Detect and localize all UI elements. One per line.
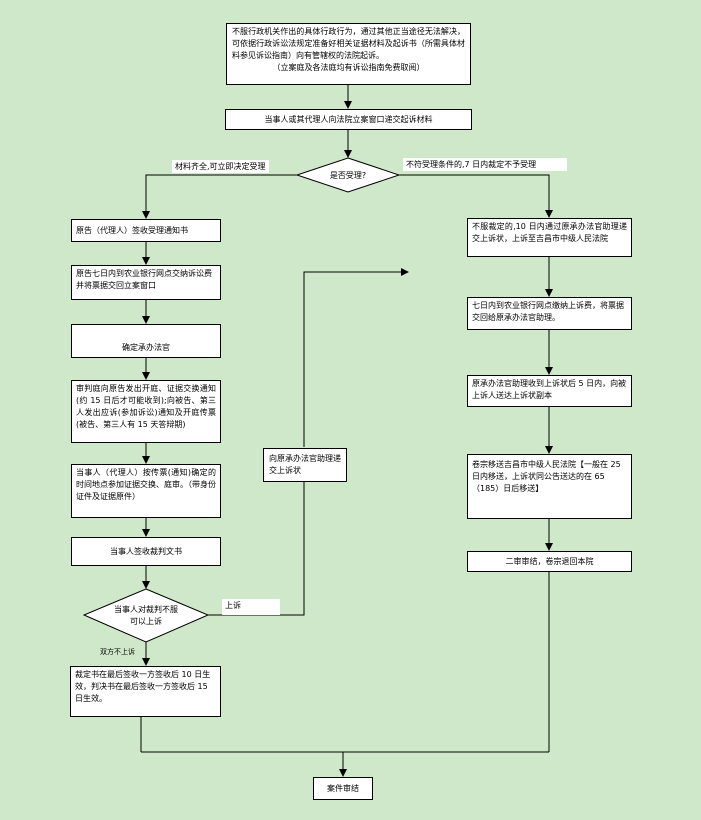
box-receive-notice: 原告（代理人）签收受理通知书 bbox=[71, 219, 221, 242]
box-transfer: 卷宗移送吉昌市中级人民法院【一般在 25 日内移送，上诉状同公告送达的在 65（… bbox=[467, 454, 632, 519]
box-reject-appeal: 不服裁定的,10 日内通过原承办法官助理递交上诉状，上诉至吉昌市中级人民法院 bbox=[467, 218, 632, 257]
case-closed-text: 案件审结 bbox=[327, 784, 359, 793]
box-pay-fee: 原告七日内到农业银行网点交纳诉讼费并将票据交回立案窗口 bbox=[71, 265, 221, 300]
assign-judge-text: 确定承办法官 bbox=[122, 343, 170, 352]
label-accept-no: 不符受理条件的,7 日内裁定不予受理 bbox=[403, 158, 567, 171]
appeal-fee-text: 七日内到农业银行网点缴纳上诉费，将票据交回给原承办法官助理。 bbox=[472, 301, 624, 322]
reject-appeal-text: 不服裁定的,10 日内通过原承办法官助理递交上诉状，上诉至吉昌市中级人民法院 bbox=[472, 222, 627, 243]
box-trial-court: 审判庭向原告发出开庭、证据交换通知(约 15 日后才可能收到);向被告、第三人发… bbox=[71, 380, 221, 443]
box-serve-appeal: 原承办法官助理收到上诉状后 5 日内，向被上诉人送达上诉状副本 bbox=[467, 375, 632, 407]
submit-text: 当事人或其代理人向法院立案窗口递交起诉材料 bbox=[264, 115, 433, 124]
intro-note: （立案庭及各法庭均有诉讼指南免费取阅） bbox=[272, 63, 425, 72]
box-sign-judgment: 当事人签收裁判文书 bbox=[71, 537, 221, 566]
to-judge-text: 向原承办法官助理递交上诉状 bbox=[269, 454, 341, 475]
appeal-question: 当事人对裁判不服可以上诉 bbox=[114, 605, 178, 626]
box-submit: 当事人或其代理人向法院立案窗口递交起诉材料 bbox=[225, 109, 472, 130]
box-effective: 裁定书在最后签收一方签收后 10 日生效，判决书在最后签收一方签收后 15 日生… bbox=[70, 666, 221, 717]
serve-appeal-text: 原承办法官助理收到上诉状后 5 日内，向被上诉人送达上诉状副本 bbox=[472, 379, 627, 400]
box-assign-judge: 确定承办法官 bbox=[71, 324, 221, 358]
appeal-decision-diamond bbox=[82, 588, 210, 643]
transfer-text: 卷宗移送吉昌市中级人民法院【一般在 25 日内移送，上诉状同公告送达的在 65（… bbox=[472, 460, 621, 493]
receive-notice-text: 原告（代理人）签收受理通知书 bbox=[76, 226, 188, 235]
box-attend: 当事人（代理人）按传票(通知)确定的时间地点参加证据交换、庭审。（带身份证件及证… bbox=[71, 464, 221, 518]
sign-judgment-text: 当事人签收裁判文书 bbox=[110, 547, 182, 556]
box-second-instance: 二审审结，卷宗退回本院 bbox=[467, 551, 632, 572]
trial-court-text: 审判庭向原告发出开庭、证据交换通知(约 15 日后才可能收到);向被告、第三人发… bbox=[76, 384, 216, 429]
box-appeal-fee: 七日内到农业银行网点缴纳上诉费，将票据交回给原承办法官助理。 bbox=[467, 297, 632, 330]
label-appeal: 上诉 bbox=[222, 599, 280, 615]
label-no-appeal: 双方不上诉 bbox=[100, 648, 135, 656]
box-to-judge: 向原承办法官助理递交上诉状 bbox=[263, 448, 347, 482]
effective-text: 裁定书在最后签收一方签收后 10 日生效，判决书在最后签收一方签收后 15 日生… bbox=[75, 670, 211, 703]
second-instance-text: 二审审结，卷宗退回本院 bbox=[505, 557, 594, 566]
pay-fee-text: 原告七日内到农业银行网点交纳诉讼费并将票据交回立案窗口 bbox=[76, 269, 212, 290]
accept-decision-diamond bbox=[295, 157, 401, 193]
accept-question: 是否受理? bbox=[329, 171, 367, 180]
label-accept-yes: 材料齐全,可立即决定受理 bbox=[172, 160, 269, 173]
intro-text: 不服行政机关作出的具体行政行为，通过其他正当途径无法解决，可依据行政诉讼法规定准… bbox=[232, 27, 465, 60]
box-case-closed: 案件审结 bbox=[313, 777, 373, 800]
attend-text: 当事人（代理人）按传票(通知)确定的时间地点参加证据交换、庭审。（带身份证件及证… bbox=[76, 468, 216, 501]
box-intro: 不服行政机关作出的具体行政行为，通过其他正当途径无法解决，可依据行政诉讼法规定准… bbox=[226, 23, 471, 85]
